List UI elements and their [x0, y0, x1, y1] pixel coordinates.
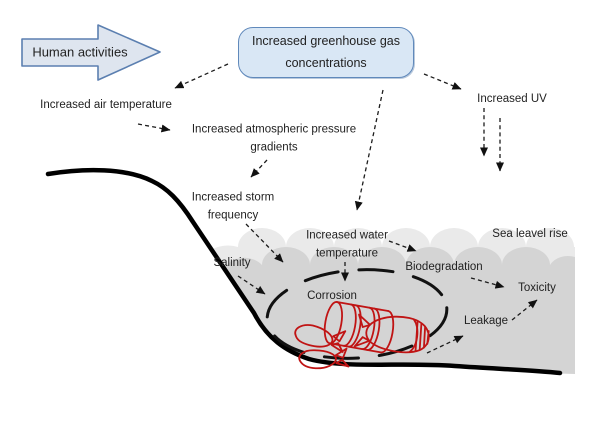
- arrow-ghg-to-water-temp: [354, 89, 384, 211]
- arrow-biodegradation-to-toxicity: [470, 277, 505, 289]
- ghg-box-line1: Increased greenhouse gas: [251, 34, 401, 49]
- arrow-salinity-to-zone: [237, 275, 266, 295]
- increased-water-temperature-label: Increased water temperature: [306, 227, 388, 264]
- arrow-ghg-to-air-temp: [174, 63, 229, 89]
- munitions-zone-ellipse: [265, 268, 449, 360]
- leakage-label: Leakage: [463, 314, 509, 327]
- sea-water-body: [224, 247, 575, 374]
- bomb-icon-lower: [298, 347, 350, 370]
- pressure-line1: Increased atmospheric pressure: [191, 123, 357, 136]
- arrow-storm-to-sea: [245, 223, 284, 263]
- arrow-leakage-to-toxicity: [511, 299, 538, 321]
- salinity-label: Salinity: [213, 256, 251, 269]
- arrow-ghg-to-uv: [423, 73, 462, 90]
- arrow-air-temp-to-pressure: [137, 123, 171, 133]
- storm-line2: frequency: [207, 210, 259, 222]
- human-activities-label: Human activities: [32, 44, 128, 60]
- pressure-line2: gradients: [250, 142, 298, 154]
- arrow-water-temp-to-biodegradation: [388, 240, 417, 252]
- bomb-icon-right: [353, 313, 430, 354]
- increased-air-temperature-label: Increased air temperature: [40, 98, 172, 111]
- human-activities-arrow-shape: [21, 24, 161, 81]
- toxicity-label: Toxicity: [518, 281, 556, 294]
- arrow-pressure-to-storm: [250, 159, 268, 178]
- water-temp-line2: temperature: [315, 248, 379, 260]
- ghg-concentrations-box: Increased greenhouse gas concentrations: [238, 27, 414, 78]
- ghg-box-line2: concentrations: [285, 55, 367, 70]
- bomb-icon-upper-left: [294, 324, 347, 353]
- biodegradation-label: Biodegradation: [405, 260, 483, 273]
- increased-storm-frequency-label: Increased storm frequency: [192, 189, 274, 226]
- sea-level-rise-label: Sea leavel rise: [492, 227, 568, 240]
- seabed-line: [45, 167, 563, 376]
- storm-line1: Increased storm: [191, 191, 275, 204]
- increased-uv-label: Increased UV: [477, 92, 547, 105]
- atmospheric-pressure-gradients-label: Increased atmospheric pressure gradients: [192, 121, 356, 158]
- corrosion-label: Corrosion: [307, 289, 357, 302]
- water-temp-line1: Increased water: [306, 229, 388, 242]
